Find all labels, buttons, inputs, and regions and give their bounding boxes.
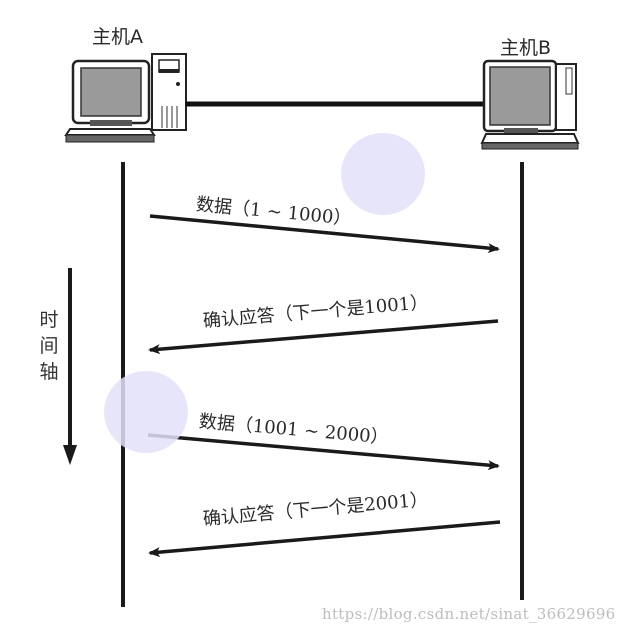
- watermark-text: https://blog.csdn.net/sinat_36629696: [322, 605, 616, 623]
- host-b-label: 主机B: [500, 37, 552, 59]
- message-arrow-3: [147, 433, 500, 471]
- message-arrow-4: [148, 520, 501, 558]
- lavender-blob-decoration: [341, 133, 425, 215]
- message-arrow-2: [148, 319, 499, 355]
- message-arrow-1: [149, 214, 500, 254]
- time-axis-char: 间: [39, 335, 59, 357]
- time-axis-char: 时: [39, 309, 59, 331]
- host-b-computer-icon: [480, 59, 580, 150]
- lavender-blob-decoration: [104, 371, 188, 453]
- time-axis-arrowhead-icon: [63, 445, 77, 465]
- host-a-computer-icon: [64, 53, 187, 143]
- time-axis-label: 时 间 轴: [38, 307, 60, 385]
- time-axis-char: 轴: [39, 361, 59, 383]
- host-a-label: 主机A: [92, 26, 143, 48]
